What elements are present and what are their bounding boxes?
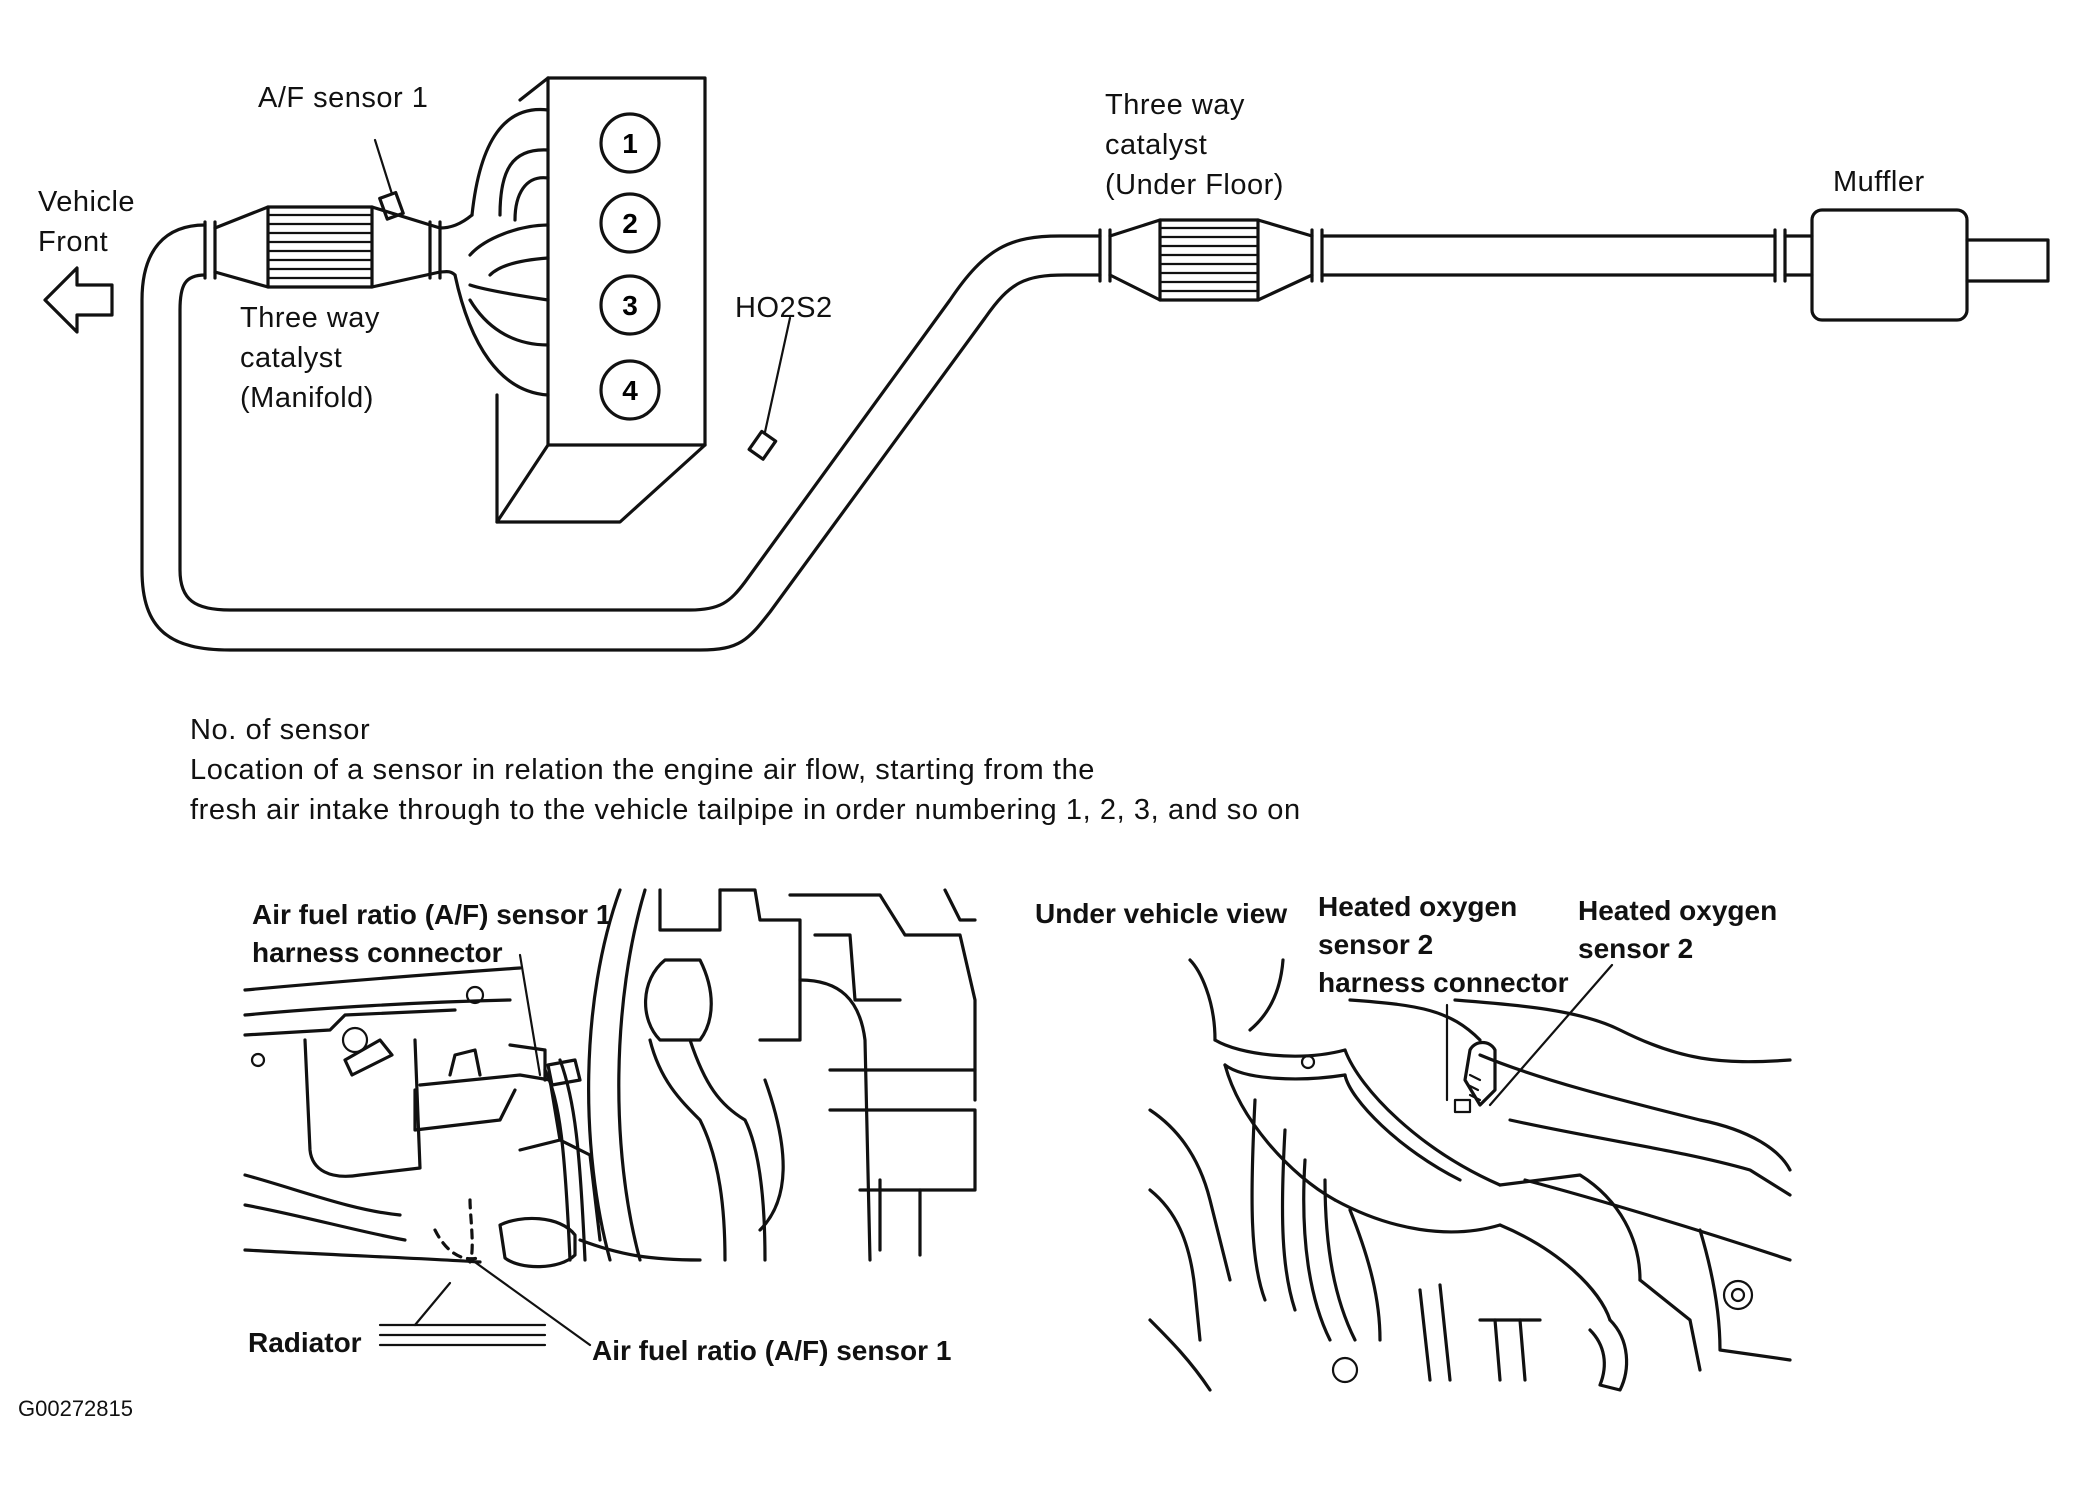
under-floor-catalyst bbox=[1098, 218, 1324, 302]
af-sensor-1-marker bbox=[378, 190, 405, 221]
exhaust-manifold bbox=[438, 107, 550, 397]
af-sensor-1-label: A/F sensor 1 bbox=[258, 82, 429, 114]
af-sensor-label: Air fuel ratio (A/F) sensor 1 bbox=[592, 1335, 952, 1366]
engine-bay-view bbox=[243, 888, 977, 1347]
catalyst-manifold-label-line2: catalyst bbox=[240, 342, 343, 374]
ho2s2-sensor-label-line2: sensor 2 bbox=[1578, 933, 1694, 964]
svg-text:2: 2 bbox=[622, 208, 638, 239]
cylinder-4: 4 bbox=[599, 359, 661, 421]
cylinder-1: 1 bbox=[599, 112, 661, 174]
ho2s2-connector-label-line3: harness connector bbox=[1318, 967, 1569, 998]
svg-text:1: 1 bbox=[622, 128, 638, 159]
muffler-assembly bbox=[1320, 208, 2050, 322]
radiator-label: Radiator bbox=[248, 1327, 362, 1358]
muffler-label: Muffler bbox=[1833, 166, 1925, 198]
under-vehicle-view bbox=[1148, 958, 1792, 1392]
figure-code: G00272815 bbox=[18, 1396, 133, 1421]
vehicle-front-label-line1: Vehicle bbox=[38, 186, 136, 218]
svg-text:3: 3 bbox=[622, 290, 638, 321]
manifold-catalyst bbox=[203, 205, 442, 289]
vehicle-front-label-line2: Front bbox=[38, 226, 109, 258]
note-line-1: Location of a sensor in relation the eng… bbox=[190, 754, 1096, 786]
ho2s2-connector-label-line2: sensor 2 bbox=[1318, 929, 1434, 960]
catalyst-under-floor-label-line1: Three way bbox=[1105, 89, 1245, 121]
under-vehicle-view-title: Under vehicle view bbox=[1035, 898, 1288, 929]
catalyst-under-floor-label-line3: (Under Floor) bbox=[1105, 169, 1284, 201]
catalyst-under-floor-label-line2: catalyst bbox=[1105, 129, 1208, 161]
af-connector-label-line2: harness connector bbox=[252, 937, 503, 968]
catalyst-manifold-label-line3: (Manifold) bbox=[240, 382, 374, 414]
af-connector-label-line1: Air fuel ratio (A/F) sensor 1 bbox=[252, 899, 612, 930]
svg-text:4: 4 bbox=[622, 375, 638, 406]
ho2s2-sensor-label-line1: Heated oxygen bbox=[1578, 895, 1778, 926]
ho2s2-label: HO2S2 bbox=[735, 292, 833, 324]
cylinder-3: 3 bbox=[599, 274, 661, 336]
vehicle-front-arrow-icon bbox=[43, 266, 114, 334]
ho2s2-connector-label-line1: Heated oxygen bbox=[1318, 891, 1518, 922]
engine-block bbox=[495, 76, 707, 524]
catalyst-manifold-label-line1: Three way bbox=[240, 302, 380, 334]
ho2s2-marker bbox=[747, 429, 778, 461]
note-title: No. of sensor bbox=[190, 714, 371, 746]
note-line-2: fresh air intake through to the vehicle … bbox=[190, 794, 1301, 826]
exhaust-pipe bbox=[140, 223, 1102, 652]
cylinder-2: 2 bbox=[599, 192, 661, 254]
